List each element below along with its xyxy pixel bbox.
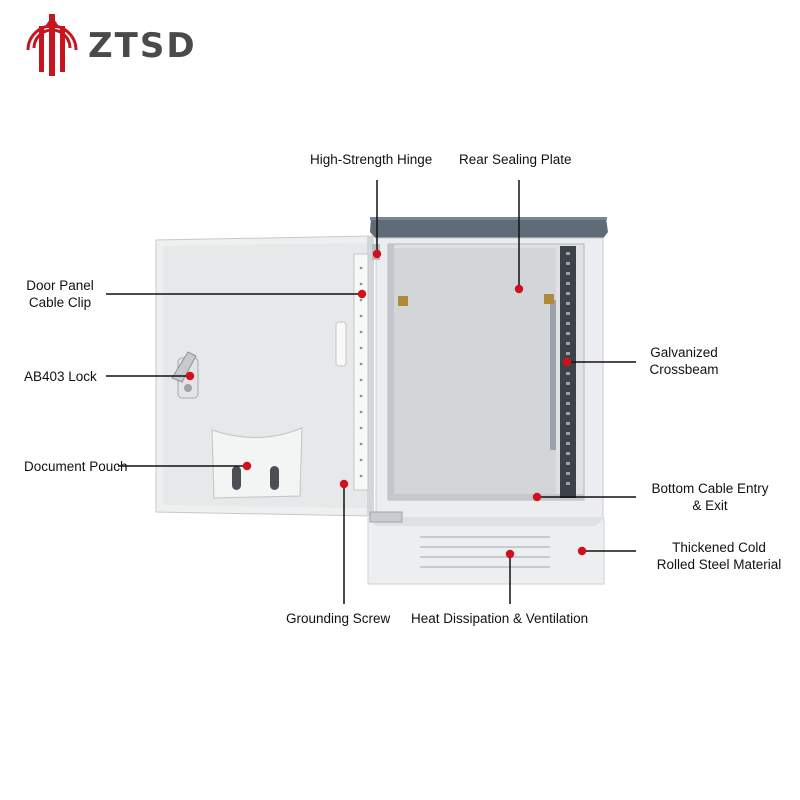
label-cable-clip-line1: Door Panel: [26, 278, 94, 293]
label-cable-entry: Bottom Cable Entry & Exit: [640, 480, 780, 514]
label-pouch: Document Pouch: [24, 459, 128, 474]
hinge-marker: [372, 249, 382, 259]
label-grounding: Grounding Screw: [286, 611, 391, 626]
label-cable-entry-line1: Bottom Cable Entry: [651, 481, 769, 496]
pouch-marker: [242, 461, 252, 471]
label-cable-entry-line2: & Exit: [692, 498, 728, 513]
crossbeam-marker: [562, 357, 572, 367]
label-crossbeam-line1: Galvanized: [650, 345, 718, 360]
label-ventilation: Heat Dissipation & Ventilation: [411, 611, 589, 626]
ztsd-logo-emblem: [26, 14, 78, 76]
label-cable-clip: Door Panel Cable Clip: [22, 277, 98, 311]
label-hinge: High-Strength Hinge: [310, 152, 433, 167]
door-cable-clip: [353, 253, 369, 491]
brand-name: ZTSD: [88, 26, 197, 66]
label-steel-line2: Rolled Steel Material: [656, 557, 782, 572]
label-cable-clip-line2: Cable Clip: [28, 295, 92, 310]
label-rear-plate: Rear Sealing Plate: [459, 152, 572, 167]
steel-marker: [577, 546, 587, 556]
label-crossbeam: Galvanized Crossbeam: [640, 344, 728, 378]
grounding-marker: [339, 479, 349, 489]
rear-plate-marker: [514, 284, 524, 294]
cabinet-roof: [370, 218, 608, 240]
cable-entry-marker: [532, 492, 542, 502]
cable-clip-marker: [357, 289, 367, 299]
ventilation-base: [367, 517, 605, 585]
hinge-bottom: [369, 511, 403, 523]
document-pouch: [211, 427, 303, 499]
label-steel-line1: Thickened Cold: [672, 540, 766, 555]
label-crossbeam-line2: Crossbeam: [649, 362, 719, 377]
lock-marker: [185, 371, 195, 381]
ventilation-marker: [505, 549, 515, 559]
label-lock: AB403 Lock: [24, 369, 97, 384]
label-steel: Thickened Cold Rolled Steel Material: [644, 539, 794, 573]
